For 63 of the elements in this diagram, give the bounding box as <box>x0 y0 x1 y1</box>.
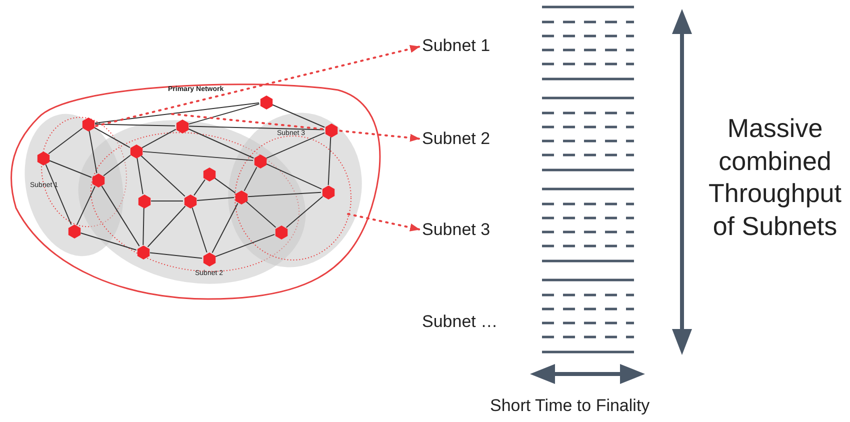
link-line <box>188 128 254 159</box>
link-line <box>196 197 235 201</box>
link-line <box>215 234 275 258</box>
link-line <box>142 208 144 246</box>
node-hexagon <box>128 144 144 158</box>
link-line <box>244 166 258 192</box>
link-line <box>142 151 254 161</box>
link-line <box>246 201 276 228</box>
node-hexagon <box>90 172 106 188</box>
link-line <box>248 192 322 198</box>
subnet-region <box>225 110 363 270</box>
node-hexagon <box>202 252 216 266</box>
node-hexagon <box>324 122 338 138</box>
node-hexagon <box>258 94 274 110</box>
node-hexagon <box>320 184 336 200</box>
link-line <box>103 154 131 176</box>
node-hexagon <box>136 194 152 208</box>
link-line <box>328 136 332 186</box>
node-hexagon <box>174 118 190 134</box>
link-line <box>286 196 324 228</box>
arrow <box>171 113 420 142</box>
node-hexagon <box>182 194 198 208</box>
link-line <box>149 252 203 259</box>
link-line <box>140 155 186 197</box>
throughput-label: Massive combined Throughput of Subnets <box>708 112 842 242</box>
link-line <box>188 126 324 130</box>
subnet-label: Subnet 3 <box>422 220 490 240</box>
link-line <box>76 186 96 226</box>
node-hexagon <box>234 190 248 204</box>
subnet-label: Subnet 2 <box>422 129 490 149</box>
node-hexagon <box>136 244 150 260</box>
link-line <box>266 163 322 190</box>
link-line <box>188 103 260 125</box>
link-line <box>45 164 72 226</box>
node-hexagon <box>36 150 50 166</box>
arrow <box>95 44 420 127</box>
node-hexagon <box>80 116 96 132</box>
link-line <box>214 178 236 194</box>
link-line <box>212 202 238 254</box>
link-line <box>94 124 176 126</box>
node-hexagon <box>252 154 268 168</box>
node-hexagon <box>202 166 216 182</box>
node-hexagon <box>66 224 82 238</box>
link-line <box>80 232 137 250</box>
link-line <box>94 102 260 124</box>
link-line <box>147 206 186 248</box>
link-line <box>49 160 92 178</box>
link-line <box>48 128 83 154</box>
link-line <box>88 130 98 174</box>
link-line <box>272 104 326 128</box>
subnet-label: Subnet … <box>422 312 498 332</box>
link-line <box>136 157 144 195</box>
link-line <box>101 185 140 247</box>
link-line <box>94 126 130 148</box>
link-line <box>266 132 326 159</box>
finality-label: Short Time to Finality <box>490 396 650 416</box>
link-line <box>192 207 208 253</box>
arrow <box>347 213 420 232</box>
link-line <box>194 179 206 196</box>
link-line <box>150 200 184 202</box>
subnet-label: Subnet 1 <box>422 36 490 56</box>
link-line <box>142 128 176 148</box>
node-hexagon <box>274 224 288 240</box>
